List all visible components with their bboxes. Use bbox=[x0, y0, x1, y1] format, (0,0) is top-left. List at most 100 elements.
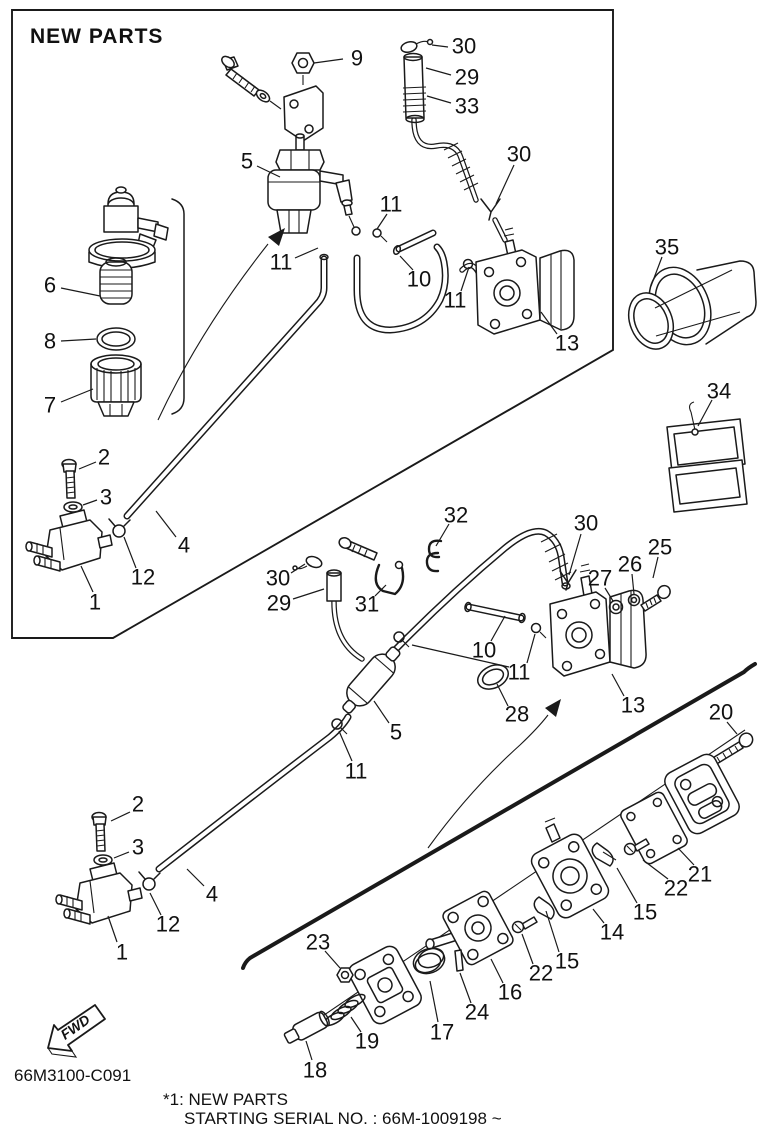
pump-cover-21 bbox=[664, 753, 740, 835]
part-label-30: 30 bbox=[452, 34, 476, 59]
leader-line bbox=[521, 933, 534, 965]
leader-line bbox=[495, 164, 515, 205]
leader-line bbox=[650, 256, 663, 287]
part-label-33: 33 bbox=[455, 94, 479, 119]
part-label-1: 1 bbox=[89, 590, 101, 615]
leader-line bbox=[429, 980, 439, 1023]
hose-clip-11 bbox=[393, 631, 405, 643]
part-label-1: 1 bbox=[116, 940, 128, 965]
leader-line bbox=[697, 399, 713, 427]
leader-line bbox=[399, 255, 414, 271]
leader-line bbox=[350, 1016, 362, 1033]
legend-divider bbox=[171, 198, 185, 415]
part-label-4: 4 bbox=[206, 882, 218, 907]
part-label-19: 19 bbox=[355, 1029, 379, 1054]
part-label-22: 22 bbox=[529, 961, 553, 986]
hose-clip-11 bbox=[530, 622, 542, 634]
leader-line bbox=[425, 67, 452, 76]
pump-body-23-group bbox=[283, 945, 422, 1044]
leader-line bbox=[324, 950, 341, 969]
part-label-23: 23 bbox=[306, 930, 330, 955]
leader-line bbox=[496, 683, 509, 707]
leader-line bbox=[435, 523, 450, 547]
leader-line bbox=[490, 615, 506, 642]
plate-16 bbox=[425, 890, 514, 966]
leader-line bbox=[616, 867, 638, 904]
bolt-25 bbox=[640, 584, 671, 612]
part-label-8: 8 bbox=[44, 329, 56, 354]
leader-line bbox=[677, 847, 695, 866]
leader-line bbox=[726, 721, 738, 735]
muffler-35 bbox=[627, 260, 757, 350]
part-label-30: 30 bbox=[266, 566, 290, 591]
washer-27 bbox=[608, 599, 624, 615]
leader-line bbox=[374, 584, 387, 597]
part-label-24: 24 bbox=[465, 1000, 489, 1025]
pointer-arrow-box bbox=[157, 228, 285, 421]
spring-seat-17 bbox=[412, 947, 446, 975]
leader-line bbox=[256, 165, 281, 178]
leader-line bbox=[642, 859, 669, 880]
filter-cup-7 bbox=[90, 354, 142, 417]
label-tag-34 bbox=[666, 401, 748, 513]
filter-element-6 bbox=[99, 261, 133, 305]
breather-tube-29-33 bbox=[400, 38, 434, 124]
part-label-25: 25 bbox=[648, 535, 672, 560]
section-divider-line bbox=[241, 662, 757, 970]
leader-line bbox=[123, 536, 137, 569]
pump-internals-chain bbox=[283, 732, 754, 1044]
part-label-13: 13 bbox=[621, 693, 645, 718]
leader-line bbox=[545, 910, 560, 953]
fuel-pump-13-box bbox=[475, 198, 575, 335]
leader-line bbox=[107, 915, 118, 943]
part-label-21: 21 bbox=[688, 862, 712, 887]
top-mount-assembly bbox=[221, 52, 324, 142]
leader-line bbox=[526, 633, 536, 664]
leader-line bbox=[426, 95, 452, 104]
leader-line bbox=[60, 287, 101, 297]
part-label-2: 2 bbox=[98, 445, 110, 470]
part-label-35: 35 bbox=[655, 235, 679, 260]
leader-line bbox=[110, 811, 131, 822]
footnote-line1: *1: NEW PARTS bbox=[163, 1090, 288, 1109]
o-ring-8 bbox=[96, 327, 136, 351]
fuel-pump-5-box bbox=[267, 133, 479, 275]
leader-line bbox=[60, 388, 94, 403]
lock-washer-26 bbox=[627, 593, 641, 607]
part-label-11: 11 bbox=[345, 759, 368, 784]
part-label-7: 7 bbox=[44, 393, 56, 418]
leader-line bbox=[592, 908, 605, 924]
part-label-9: 9 bbox=[351, 46, 363, 71]
leader-line bbox=[460, 266, 470, 292]
part-label-10: 10 bbox=[407, 267, 431, 292]
leader-line bbox=[652, 556, 659, 579]
leader-line bbox=[292, 588, 325, 600]
leader-line bbox=[60, 338, 97, 342]
part-label-28: 28 bbox=[505, 702, 529, 727]
valve-15-lower bbox=[533, 896, 555, 920]
part-label-16: 16 bbox=[498, 980, 522, 1005]
hose-clamp-30 bbox=[480, 198, 501, 221]
part-label-30: 30 bbox=[574, 511, 598, 536]
hose-clamp-31 bbox=[374, 563, 405, 596]
leader-line bbox=[338, 730, 353, 762]
mid-hose-fittings bbox=[292, 537, 547, 735]
leader-line bbox=[490, 958, 504, 984]
part-label-15: 15 bbox=[555, 949, 579, 974]
leader-line bbox=[411, 644, 510, 668]
nut-9 bbox=[291, 52, 315, 74]
hose-clip-11 bbox=[351, 226, 361, 236]
diagram-code: 66M3100-C091 bbox=[14, 1066, 131, 1085]
leader-line bbox=[294, 247, 319, 259]
leader-line bbox=[305, 1040, 313, 1061]
part-label-14: 14 bbox=[600, 920, 624, 945]
part-label-10: 10 bbox=[472, 638, 496, 663]
part-label-20: 20 bbox=[709, 700, 733, 725]
page-title: NEW PARTS bbox=[30, 25, 163, 48]
part-label-26: 26 bbox=[618, 552, 642, 577]
valve-15-upper bbox=[591, 842, 614, 867]
leader-line bbox=[80, 565, 94, 593]
